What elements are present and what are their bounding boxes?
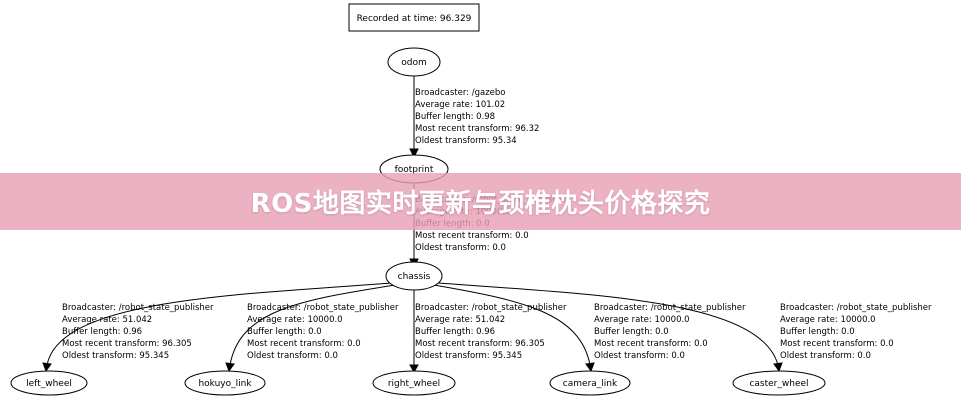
edge-label-line: Buffer length: 0.98 [415, 112, 495, 122]
edge-label-line: Broadcaster: /robot_state_publisher [62, 303, 214, 313]
edge-label-line: Buffer length: 0.96 [415, 327, 495, 337]
title-banner: ROS地图实时更新与颈椎枕头价格探究 [0, 173, 961, 230]
node-caster-wheel-label: caster_wheel [749, 379, 808, 389]
edge-label-line: Most recent transform: 96.305 [62, 339, 192, 349]
node-odom: odom [387, 47, 441, 77]
node-chassis-label: chassis [398, 272, 431, 282]
node-right-wheel-label: right_wheel [388, 379, 440, 389]
edge-label-line: Broadcaster: /robot_state_publisher [780, 303, 932, 313]
edge-label-line: Broadcaster: /robot_state_publisher [594, 303, 746, 313]
edge-label-line: Most recent transform: 96.32 [415, 124, 539, 134]
edge-label-line: Buffer length: 0.0 [780, 327, 855, 337]
edge-label-line: Most recent transform: 0.0 [594, 339, 708, 349]
edge-chassis-left-wheel [42, 282, 393, 373]
edge-label-line: Oldest transform: 95.345 [415, 351, 522, 361]
edge-label-line: Buffer length: 0.0 [594, 327, 669, 337]
edge-label-line: Most recent transform: 0.0 [780, 339, 894, 349]
edge-label-line: Buffer length: 0.0 [247, 327, 322, 337]
edge-label-line: Broadcaster: /robot_state_publisher [415, 303, 567, 313]
edge-label-line: Most recent transform: 96.305 [415, 339, 545, 349]
edge-odom-footprint [409, 76, 419, 159]
edge-label-line: Oldest transform: 95.34 [415, 136, 517, 146]
edge-label-line: Broadcaster: /gazebo [415, 88, 505, 98]
edge-label-line: Oldest transform: 0.0 [415, 243, 506, 253]
node-hokuyo-link: hokuyo_link [184, 370, 266, 396]
recorded-time-box [348, 3, 480, 32]
node-caster-wheel: caster_wheel [732, 370, 826, 396]
edge-label-line: Most recent transform: 0.0 [415, 231, 529, 241]
node-odom-label: odom [401, 58, 427, 68]
node-right-wheel: right_wheel [372, 370, 456, 396]
edge-label-line: Oldest transform: 0.0 [247, 351, 338, 361]
edge-label-line: Most recent transform: 0.0 [247, 339, 361, 349]
edge-label-line: Average rate: 51.042 [62, 315, 152, 325]
node-hokuyo-link-label: hokuyo_link [198, 379, 252, 389]
edge-chassis-camera-link [433, 284, 595, 373]
node-chassis: chassis [385, 261, 443, 291]
edge-label-line: Oldest transform: 0.0 [594, 351, 685, 361]
edge-label-line: Buffer length: 0.96 [62, 327, 142, 337]
edge-label-line: Average rate: 10000.0 [780, 315, 876, 325]
edge-label-line: Average rate: 51.042 [415, 315, 505, 325]
recorded-time-text: Recorded at time: 96.329 [357, 14, 472, 24]
banner-title: ROS地图实时更新与颈椎枕头价格探究 [250, 189, 711, 219]
edge-label-line: Oldest transform: 95.345 [62, 351, 169, 361]
node-left-wheel: left_wheel [10, 370, 88, 396]
edge-label-line: Average rate: 10000.0 [594, 315, 690, 325]
edge-label-line: Broadcaster: /robot_state_publisher [247, 303, 399, 313]
node-footprint-label: footprint [395, 165, 434, 175]
node-camera-link-label: camera_link [563, 379, 618, 389]
edge-label-line: Average rate: 101.02 [415, 100, 505, 110]
edge-label-line: Average rate: 10000.0 [247, 315, 343, 325]
edge-chassis-right-wheel [409, 290, 419, 374]
edge-label-line: Oldest transform: 0.0 [780, 351, 871, 361]
edge-chassis-hokuyo-link [225, 284, 396, 373]
node-left-wheel-label: left_wheel [26, 379, 72, 389]
edge-chassis-caster-wheel [437, 282, 783, 373]
node-camera-link: camera_link [549, 370, 631, 396]
